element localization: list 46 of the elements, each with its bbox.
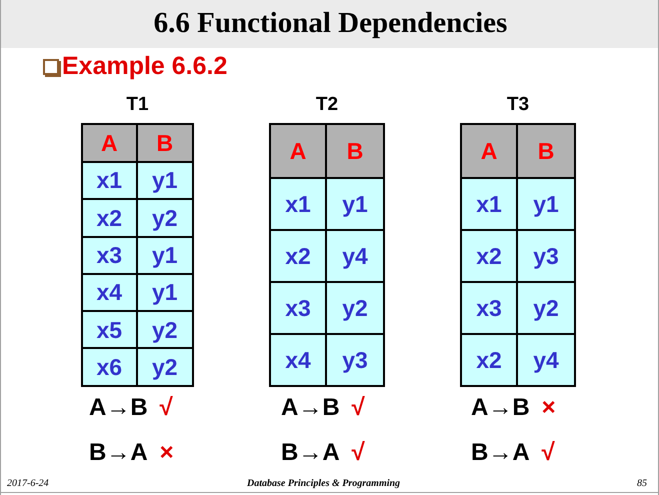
dependency-text: B→A bbox=[89, 441, 148, 465]
dependency-text: B→A bbox=[281, 441, 340, 465]
result-mark: × bbox=[160, 441, 174, 465]
result-mark: √ bbox=[352, 441, 365, 465]
dependency-text: A→B bbox=[89, 396, 148, 420]
table-cell: x2 bbox=[271, 229, 327, 281]
result-mark: √ bbox=[542, 441, 555, 465]
dependency-text: A→B bbox=[471, 396, 530, 420]
result-mark: √ bbox=[160, 396, 173, 420]
column-header: A bbox=[83, 125, 138, 161]
table-cell: x6 bbox=[83, 347, 138, 385]
column-header: B bbox=[327, 125, 383, 177]
table-cell: y2 bbox=[138, 198, 192, 236]
table-cell: x1 bbox=[83, 161, 138, 198]
column-header: A bbox=[462, 125, 518, 177]
table-cell: x3 bbox=[462, 281, 518, 333]
table-cell: y1 bbox=[138, 236, 192, 273]
slide-title: 6.6 Functional Dependencies bbox=[154, 6, 508, 42]
table-cell: y2 bbox=[138, 310, 192, 348]
result-mark: √ bbox=[352, 396, 365, 420]
footer-course: Database Principles & Programming bbox=[247, 479, 400, 489]
table-cell: x2 bbox=[462, 333, 518, 385]
table-cell: x2 bbox=[83, 198, 138, 236]
table-name: T1 bbox=[125, 95, 150, 114]
table-cell: x4 bbox=[83, 272, 138, 310]
table-cell: y1 bbox=[138, 272, 192, 310]
table-cell: x4 bbox=[271, 333, 327, 385]
table-cell: x2 bbox=[462, 229, 518, 281]
column-header: B bbox=[518, 125, 574, 177]
example-heading: Example 6.6.2 bbox=[62, 54, 228, 79]
table-name: T2 bbox=[314, 95, 340, 114]
dependency-text: B→A bbox=[471, 441, 530, 465]
table-cell: x5 bbox=[83, 310, 138, 348]
table-cell: x1 bbox=[271, 177, 327, 229]
page-number: 85 bbox=[637, 479, 647, 489]
result-mark: × bbox=[542, 396, 556, 420]
column-header: B bbox=[138, 125, 192, 161]
column-header: A bbox=[271, 125, 327, 177]
table-cell: y1 bbox=[138, 161, 192, 198]
table-cell: x1 bbox=[462, 177, 518, 229]
dependency-text: A→B bbox=[281, 396, 340, 420]
table-cell: x3 bbox=[83, 236, 138, 273]
table-cell: y2 bbox=[138, 347, 192, 385]
table-cell: x3 bbox=[271, 281, 327, 333]
footer-date: 2017-6-24 bbox=[7, 479, 49, 489]
table-name: T3 bbox=[506, 95, 530, 114]
